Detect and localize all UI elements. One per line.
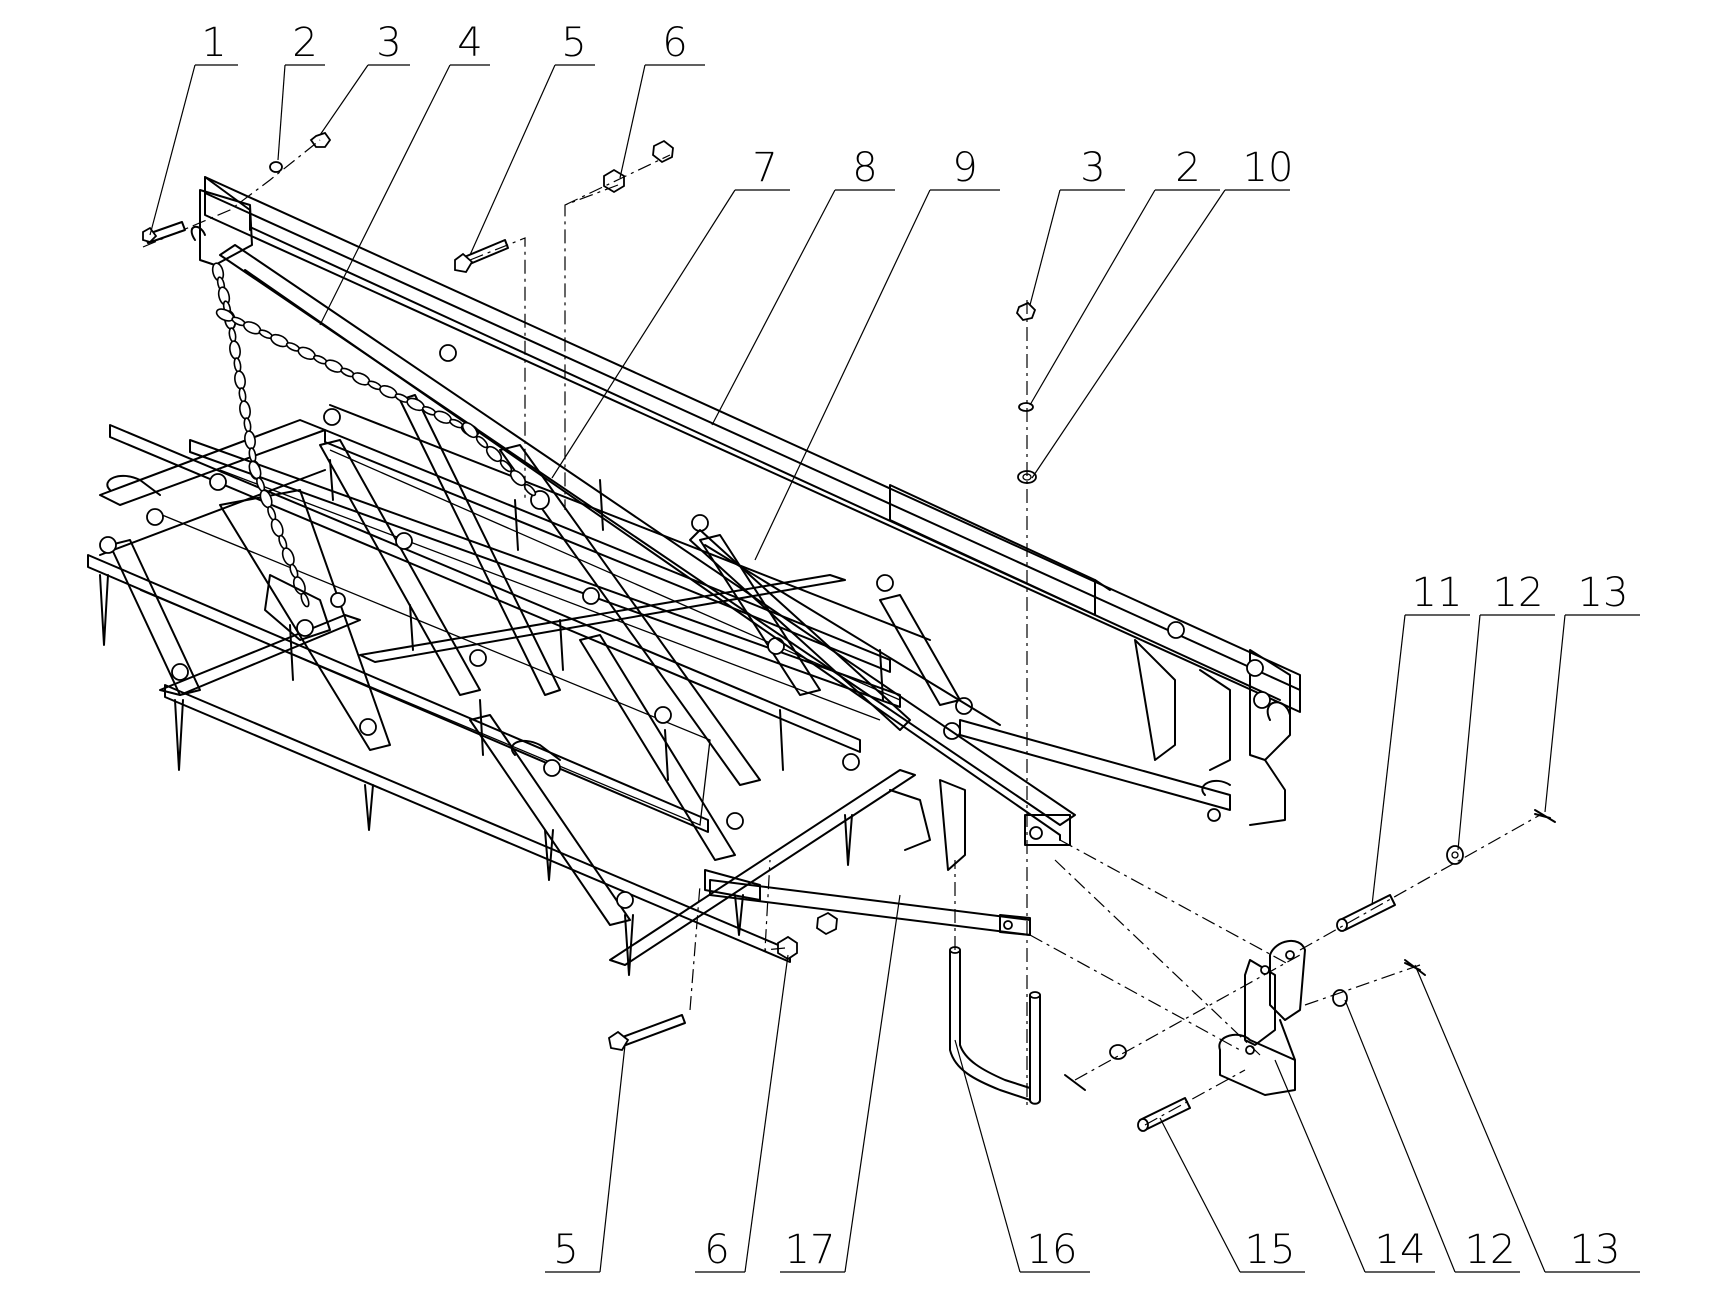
callout-11: 11 xyxy=(1412,570,1463,616)
callout-13: 13 xyxy=(1578,570,1629,616)
callout-13-bottom: 13 xyxy=(1570,1227,1621,1273)
callout-6: 6 xyxy=(662,20,687,66)
hitch-bracket xyxy=(1218,940,1306,1096)
callout-10: 10 xyxy=(1243,145,1294,191)
callout-14: 14 xyxy=(1375,1227,1426,1273)
callouts-bottom: 5 6 17 16 15 14 12 13 xyxy=(553,1227,1620,1273)
spike-tines xyxy=(99,459,884,976)
callout-3-right: 3 xyxy=(1080,145,1105,191)
callout-9: 9 xyxy=(952,145,977,191)
callout-12-bottom: 12 xyxy=(1465,1227,1516,1273)
callout-16: 16 xyxy=(1027,1227,1078,1273)
leader-lines xyxy=(149,64,1640,1273)
assembly-lines xyxy=(142,139,1541,1126)
frame-bolts xyxy=(99,344,973,909)
callout-4: 4 xyxy=(457,20,482,66)
u-stand xyxy=(949,946,1041,1105)
callout-2: 2 xyxy=(292,20,317,66)
callout-7: 7 xyxy=(752,145,777,191)
callout-17: 17 xyxy=(785,1227,836,1273)
callout-12: 12 xyxy=(1493,570,1544,616)
drawbar-assembly xyxy=(190,176,1301,871)
harrow-frame xyxy=(87,344,973,976)
callouts-top: 1 2 3 4 5 6 7 8 9 3 2 10 11 12 13 xyxy=(201,20,1628,616)
hardware xyxy=(142,131,1556,1132)
chain xyxy=(211,262,537,641)
callout-2-right: 2 xyxy=(1175,145,1200,191)
callout-5: 5 xyxy=(561,20,586,66)
callout-6-bottom: 6 xyxy=(704,1227,729,1273)
callout-15: 15 xyxy=(1245,1227,1296,1273)
callout-8: 8 xyxy=(852,145,877,191)
callout-1: 1 xyxy=(201,20,226,66)
callout-5-bottom: 5 xyxy=(553,1227,578,1273)
callout-3: 3 xyxy=(376,20,401,66)
